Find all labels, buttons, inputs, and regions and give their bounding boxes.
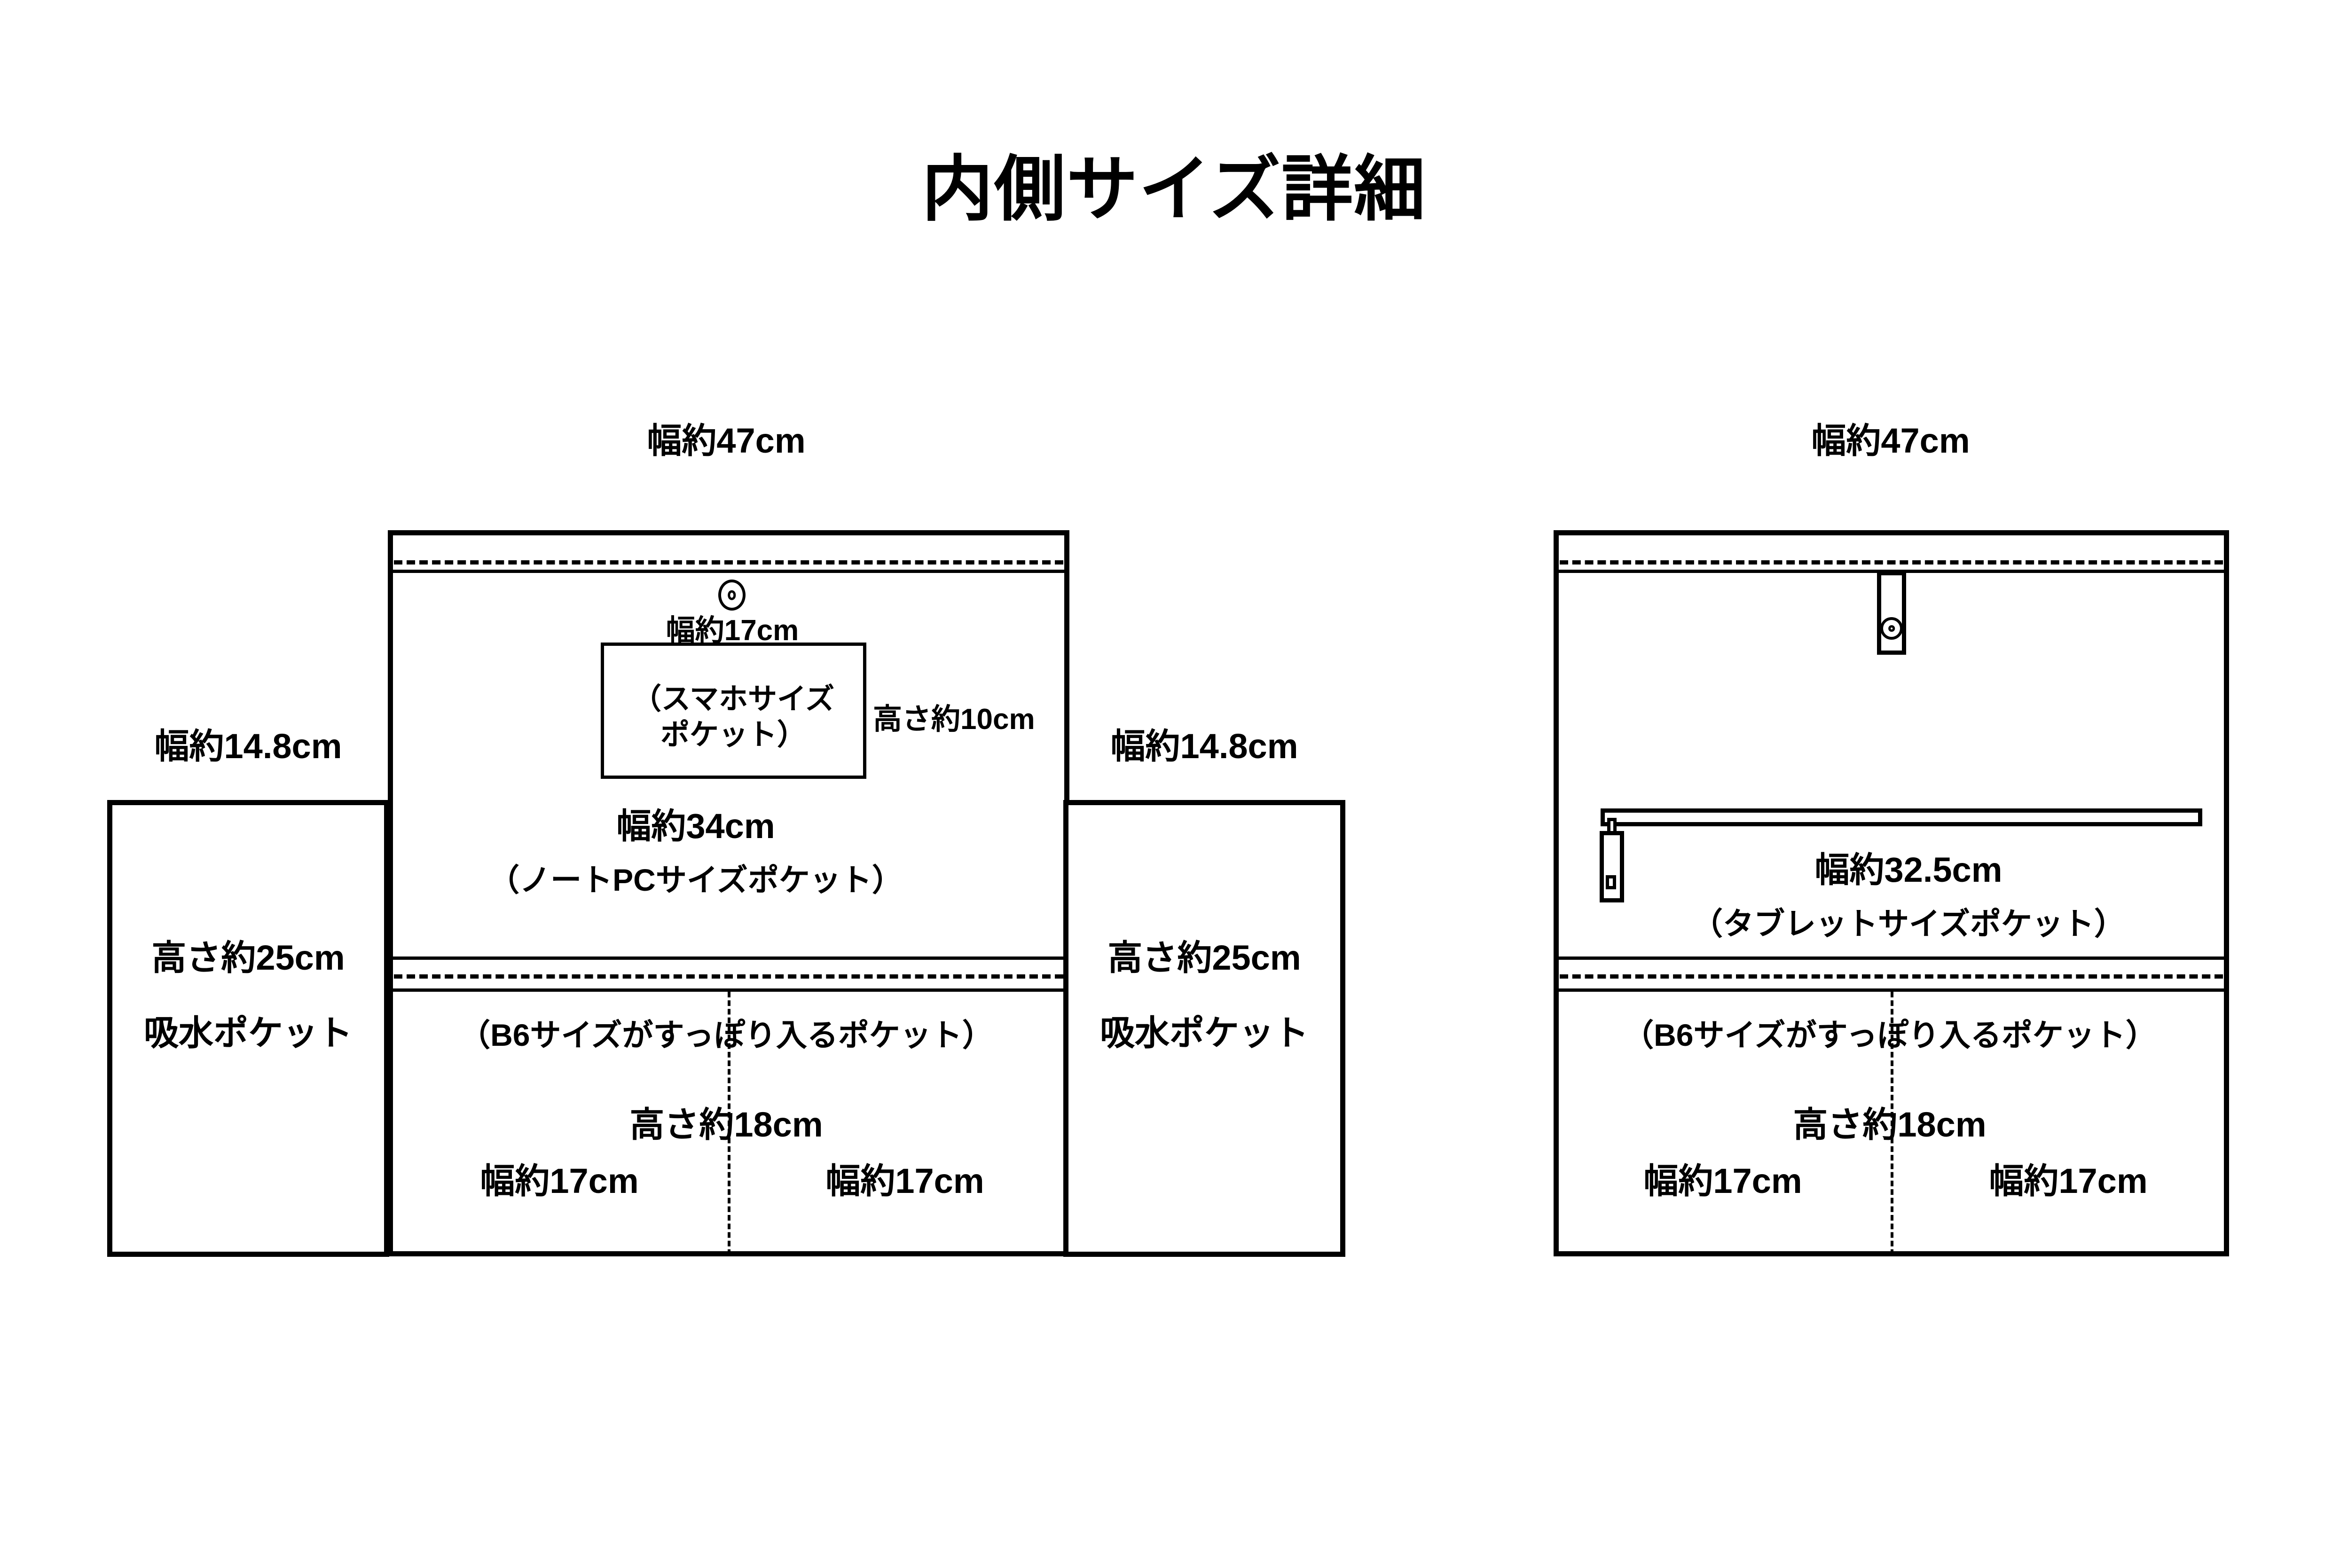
right-top-hem-dashed (1560, 560, 2223, 564)
left-phone-pocket-caption-line1: （スマホサイズ (632, 683, 835, 715)
left-b6-pocket-right-width-label: 幅約17cm (825, 1161, 984, 1200)
right-snap-button-icon (1880, 617, 1903, 640)
left-b6-pocket-height-label: 高さ約18cm (629, 1105, 823, 1144)
left-laptop-pocket-caption: （ノートPCサイズポケット） (488, 862, 903, 897)
left-mid-hem-line-top (393, 956, 1064, 960)
left-side-panel-left (107, 800, 389, 1257)
left-mid-hem-dashed (394, 974, 1063, 979)
zipper-pull-hole-icon (1606, 875, 1616, 889)
left-top-hem-line (393, 570, 1064, 573)
right-mid-hem-dashed (1560, 974, 2223, 979)
zipper-pull-tab-icon (1600, 831, 1624, 902)
right-top-width-label: 幅約47cm (1811, 421, 1970, 460)
left-b6-pocket-divider (728, 992, 730, 1255)
left-phone-pocket-width-label: 幅約17cm (666, 614, 799, 647)
left-side-panel-left-width-label: 幅約14.8cm (154, 727, 342, 766)
right-b6-pocket-left-width-label: 幅約17cm (1643, 1161, 1802, 1200)
snap-button-icon (718, 580, 746, 611)
left-b6-pocket-caption: （B6サイズがすっぽり入るポケット） (459, 1018, 993, 1052)
right-mid-hem-line-top (1559, 956, 2224, 960)
left-side-panel-left-height-label: 高さ約25cm (151, 938, 345, 977)
right-b6-pocket-right-width-label: 幅約17cm (1989, 1161, 2148, 1200)
left-side-panel-right (1063, 800, 1345, 1257)
left-side-panel-right-pocket-label: 吸水ポケット (1100, 1013, 1309, 1052)
strap-tab-icon (1877, 571, 1906, 655)
left-top-hem-dashed (394, 560, 1063, 564)
zipper-icon (1601, 808, 2202, 826)
left-mid-hem-line-bottom (393, 988, 1064, 992)
left-b6-pocket-left-width-label: 幅約17cm (480, 1161, 639, 1200)
left-phone-pocket-height-label: 高さ約10cm (873, 703, 1035, 736)
right-mid-hem-line-bottom (1559, 988, 2224, 992)
right-b6-pocket-caption: （B6サイズがすっぽり入るポケット） (1623, 1018, 2157, 1052)
left-phone-pocket-box (601, 643, 866, 779)
right-b6-pocket-divider (1891, 992, 1893, 1255)
right-b6-pocket-height-label: 高さ約18cm (1793, 1105, 1987, 1144)
left-phone-pocket-caption-line2: ポケット） (660, 719, 807, 751)
left-side-panel-left-pocket-label: 吸水ポケット (144, 1013, 353, 1052)
page-title: 内側サイズ詳細 (921, 149, 1427, 229)
right-tablet-pocket-width-label: 幅約32.5cm (1814, 850, 2002, 889)
left-side-panel-right-width-label: 幅約14.8cm (1110, 727, 1298, 766)
left-laptop-pocket-width-label: 幅約34cm (616, 807, 775, 846)
right-tablet-pocket-caption: （タブレットサイズポケット） (1691, 906, 2126, 941)
left-side-panel-right-height-label: 高さ約25cm (1107, 938, 1301, 977)
left-top-width-label: 幅約47cm (647, 421, 806, 460)
